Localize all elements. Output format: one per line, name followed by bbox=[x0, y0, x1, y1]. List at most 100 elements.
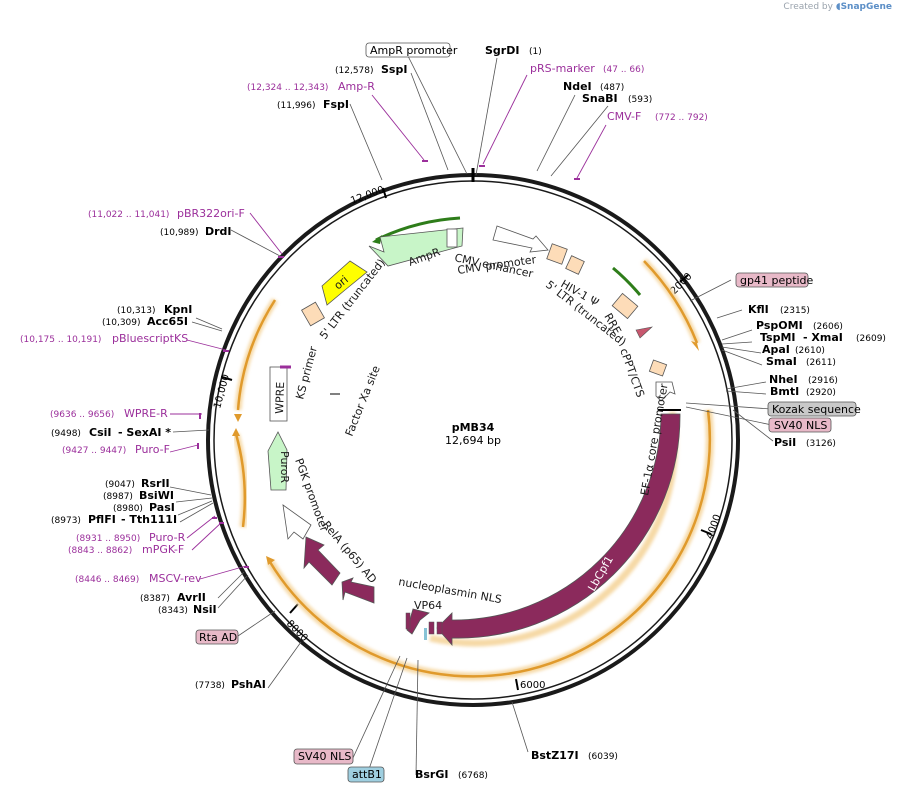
kozak-tag: Kozak sequence bbox=[772, 403, 861, 416]
rre-arc bbox=[612, 266, 642, 296]
sv40-nls-right-tag: SV40 NLS bbox=[774, 419, 827, 432]
plasmid-size: 12,694 bp bbox=[445, 434, 501, 447]
nhei-pos: (2916) bbox=[808, 376, 838, 386]
smai-pos: (2611) bbox=[806, 358, 836, 368]
bmti-name: BmtI bbox=[770, 385, 799, 398]
features-layer bbox=[267, 225, 681, 647]
fspi-pos: (11,996) bbox=[277, 101, 316, 111]
kpni-pos: (10,313) bbox=[117, 306, 156, 316]
psii-pos: (3126) bbox=[806, 439, 836, 449]
puro-f-name: Puro-F bbox=[135, 443, 170, 456]
nsii-name: NsiI bbox=[193, 603, 217, 616]
credit-brand: SnapGene bbox=[840, 2, 892, 12]
mpgk-f-pos: (8843 .. 8862) bbox=[68, 546, 132, 556]
bsiwi-pos: (8987) bbox=[103, 492, 133, 502]
smai-name: SmaI bbox=[766, 355, 797, 368]
tick-marks bbox=[221, 187, 712, 691]
acc65i-pos: (10,309) bbox=[102, 318, 141, 328]
csii-pos: (9498) bbox=[51, 429, 81, 439]
sgrdi-pos: (1) bbox=[529, 47, 542, 57]
bstz17i-pos: (6039) bbox=[588, 752, 618, 762]
puror-label: PuroR bbox=[278, 451, 291, 483]
psppomi-pos: (2606) bbox=[813, 322, 843, 332]
pbr322ori-f-pos: (11,022 .. 11,041) bbox=[88, 210, 169, 220]
kpni-name: KpnI bbox=[164, 303, 192, 316]
gp41-tag: gp41 peptide bbox=[740, 274, 814, 287]
ori-feature bbox=[321, 260, 368, 306]
psii-name: PsiI bbox=[774, 436, 796, 449]
plasmid-name: pMB34 bbox=[452, 421, 495, 434]
credit-prefix: Created by bbox=[783, 2, 833, 12]
ndei-name: NdeI bbox=[563, 80, 592, 93]
fspi-name: FspI bbox=[323, 98, 349, 111]
prs-marker-name: pRS-marker bbox=[530, 62, 595, 75]
cppt-label: cPPT/CTS bbox=[617, 347, 647, 400]
puror-feature bbox=[267, 431, 288, 491]
ampr-promoter-box bbox=[446, 228, 458, 248]
bmti-pos: (2920) bbox=[806, 388, 836, 398]
wpre-box bbox=[269, 366, 288, 422]
rela-ad-feature-2 bbox=[303, 536, 341, 586]
rta-ad-tag-box bbox=[195, 629, 239, 645]
kozak-tag-box bbox=[767, 401, 857, 417]
ampr-promoter-tag: AmpR promoter bbox=[370, 44, 458, 57]
mscv-rev-name: MSCV-rev bbox=[149, 572, 202, 585]
puro-f-pos: (9427 .. 9447) bbox=[62, 446, 126, 456]
amp-r-name: Amp-R bbox=[338, 80, 375, 93]
sgrdi-name: SgrDI bbox=[485, 44, 519, 57]
wpre-r-pos: (9636 .. 9656) bbox=[50, 410, 114, 420]
tspmi-pos: (2609) bbox=[856, 334, 886, 344]
vp64-label: VP64 bbox=[414, 599, 442, 612]
ndei-pos: (487) bbox=[600, 83, 624, 93]
bsrgi-pos: (6768) bbox=[458, 771, 488, 781]
apai-name: ApaI bbox=[762, 343, 790, 356]
rta-ad-tag: Rta AD bbox=[199, 631, 237, 644]
sv40-nls-right-tag-box bbox=[768, 417, 832, 433]
nsii-pos: (8343) bbox=[158, 606, 188, 616]
vp64-block-1 bbox=[428, 621, 435, 635]
sspi-name: SspI bbox=[381, 63, 407, 76]
avrii-name: AvrII bbox=[177, 591, 206, 604]
primer-leaders bbox=[169, 74, 607, 580]
sexai-name: - SexAI * bbox=[118, 426, 171, 439]
psppomi-name: PspOMI bbox=[756, 319, 803, 332]
pshai-name: PshAI bbox=[231, 678, 266, 691]
snabi-name: SnaBI bbox=[582, 92, 618, 105]
bsrgi-name: BsrGI bbox=[415, 768, 448, 781]
ampr-feature bbox=[368, 227, 464, 267]
puro-r-pos: (8931 .. 8950) bbox=[76, 534, 140, 544]
primer-marks bbox=[197, 160, 580, 568]
puro-r-name: Puro-R bbox=[149, 531, 186, 544]
snapgene-logo-icon: ◖ bbox=[835, 2, 841, 12]
gp41-feature bbox=[635, 326, 653, 339]
bsiwi-name: BsiWI bbox=[139, 489, 174, 502]
sv40-nls-bottom-tag-box bbox=[293, 748, 354, 765]
sspi-pos: (12,578) bbox=[335, 66, 374, 76]
pasi-name: PasI bbox=[149, 501, 175, 514]
kfli-pos: (2315) bbox=[780, 306, 810, 316]
xmai-name: - XmaI bbox=[803, 331, 843, 344]
cmv-f-pos: (772 .. 792) bbox=[655, 113, 708, 123]
cmv-f-name: CMV-F bbox=[607, 110, 641, 123]
rsrii-name: RsrII bbox=[141, 477, 170, 490]
pflfi-name: PflFI bbox=[88, 513, 116, 526]
avrii-pos: (8387) bbox=[140, 594, 170, 604]
hiv-psi-box bbox=[546, 243, 568, 265]
pflfi-pos: (8973) bbox=[51, 516, 81, 526]
ef1a-feature bbox=[655, 381, 676, 402]
rela-ad-feature-1 bbox=[341, 577, 375, 604]
pshai-pos: (7738) bbox=[195, 681, 225, 691]
nhei-name: NheI bbox=[769, 373, 798, 386]
csii-name: CsiI bbox=[89, 426, 111, 439]
ampr-promoter-tag-box bbox=[365, 42, 451, 58]
drdi-name: DrdI bbox=[205, 225, 232, 238]
drdi-pos: (10,989) bbox=[160, 228, 199, 238]
factor-xa-label: Factor Xa site bbox=[343, 364, 383, 438]
attb1-tag-box bbox=[347, 766, 385, 783]
pbluescriptks-pos: (10,175 .. 10,191) bbox=[20, 335, 101, 345]
primer-labels: pRS-marker (47 .. 66) (12,324 .. 12,343)… bbox=[20, 62, 708, 585]
apai-pos: (2610) bbox=[795, 346, 825, 356]
pbluescriptks-name: pBluescriptKS bbox=[112, 332, 188, 345]
ampr-arc-head bbox=[372, 235, 382, 244]
